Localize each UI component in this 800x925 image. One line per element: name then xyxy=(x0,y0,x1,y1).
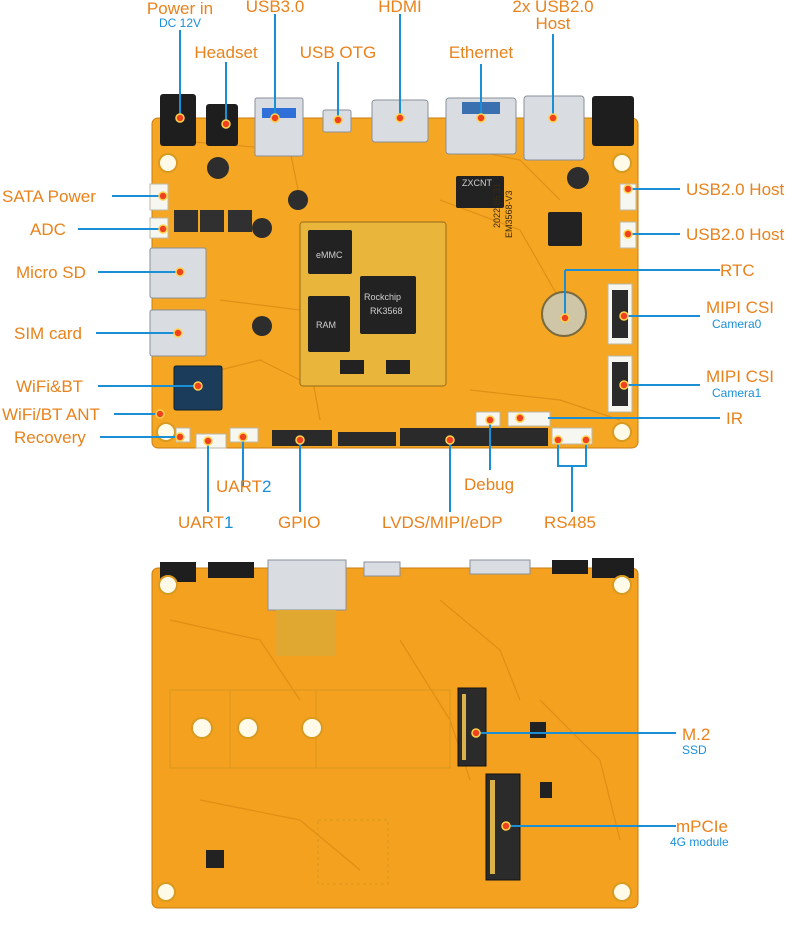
label-rs485: RS485 xyxy=(544,513,596,532)
board-name-mark: EM3568-V3 xyxy=(504,190,514,238)
label-usb20-top: 2x USB2.0 xyxy=(512,0,593,16)
label-sim-card: SIM card xyxy=(14,324,82,343)
bottom-board xyxy=(151,558,639,909)
emmc-chip xyxy=(308,230,352,274)
core-module: eMMC Rockchip RK3568 RAM xyxy=(299,221,447,387)
emmc-mark: eMMC xyxy=(316,250,343,260)
label-adc: ADC xyxy=(30,220,66,239)
label-mipi-csi1: MIPI CSI xyxy=(706,367,774,386)
label-lvds-mipi-edp: LVDS/MIPI/eDP xyxy=(382,513,503,532)
soc-brand-mark: Rockchip xyxy=(364,292,401,302)
ir-connector xyxy=(507,411,551,427)
label-usb30: USB3.0 xyxy=(246,0,305,16)
label-ethernet: Ethernet xyxy=(449,43,514,62)
labels: Power in DC 12V USB3.0 HDMI 2x USB2.0 Ho… xyxy=(2,0,785,849)
dc-jack-right xyxy=(592,96,634,146)
label-mpcie-sub: 4G module xyxy=(670,835,729,849)
label-m2-sub: SSD xyxy=(682,743,707,757)
board-date-mark: 2022.05.31 xyxy=(492,183,502,228)
ram-mark: RAM xyxy=(316,320,336,330)
label-hdmi: HDMI xyxy=(378,0,421,16)
label-usb20-top-host: Host xyxy=(536,14,571,33)
label-power-in: Power in xyxy=(147,0,213,18)
label-uart2: UART2 xyxy=(216,477,271,496)
label-rtc: RTC xyxy=(720,261,755,280)
label-wifi-bt: WiFi&BT xyxy=(16,377,83,396)
label-usb-otg: USB OTG xyxy=(300,43,377,62)
soc-model-mark: RK3568 xyxy=(370,306,403,316)
label-uart1-text: UART xyxy=(178,513,224,532)
label-mipi-csi1-sub: Camera1 xyxy=(712,386,762,400)
label-mipi-csi0-sub: Camera0 xyxy=(712,317,762,331)
ethernet-chip xyxy=(456,176,504,208)
label-headset: Headset xyxy=(194,43,258,62)
label-wifi-bt-ant: WiFi/BT ANT xyxy=(2,405,100,424)
label-debug: Debug xyxy=(464,475,514,494)
label-recovery: Recovery xyxy=(14,428,86,447)
label-power-in-sub: DC 12V xyxy=(159,16,201,30)
mount-hole xyxy=(612,153,632,173)
label-mpcie: mPCIe xyxy=(676,817,728,836)
mount-hole xyxy=(156,422,176,442)
pad-dots xyxy=(155,113,633,831)
label-sata-power: SATA Power xyxy=(2,187,96,206)
mount-hole xyxy=(158,153,178,173)
label-ir: IR xyxy=(726,409,743,428)
soc-chip xyxy=(360,276,416,334)
lvds-mipi-edp-header xyxy=(400,428,548,446)
usb3-port xyxy=(254,97,304,157)
label-usb20-host-a: USB2.0 Host xyxy=(686,180,785,199)
label-uart2-num: 2 xyxy=(262,477,271,496)
label-mipi-csi0: MIPI CSI xyxy=(706,298,774,317)
label-gpio: GPIO xyxy=(278,513,321,532)
label-micro-sd: Micro SD xyxy=(16,263,86,282)
label-uart1-num: 1 xyxy=(224,513,233,532)
eth-chip-mark: ZXCNT xyxy=(462,178,492,188)
label-uart1: UART1 xyxy=(178,513,233,532)
label-usb20-host-b: USB2.0 Host xyxy=(686,225,785,244)
label-uart2-text: UART xyxy=(216,477,262,496)
ram-chip xyxy=(308,296,350,352)
label-m2: M.2 xyxy=(682,725,710,744)
leader-lines xyxy=(78,14,720,827)
mount-hole xyxy=(612,422,632,442)
